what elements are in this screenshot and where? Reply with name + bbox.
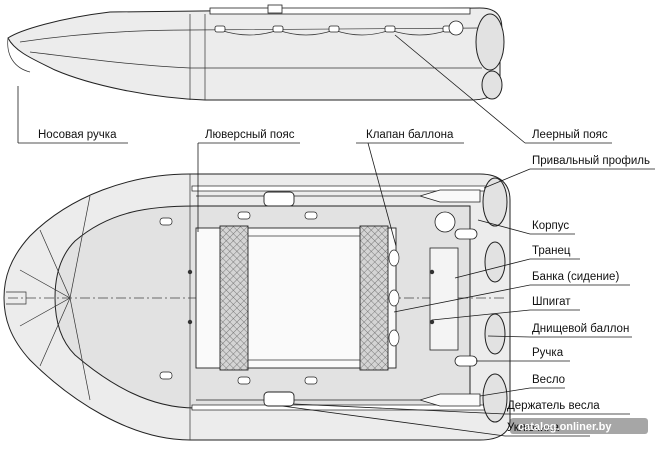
- side-view: [7, 4, 505, 101]
- label-transom: Транец: [532, 245, 571, 257]
- label-drain: Шпигат: [532, 296, 571, 308]
- label-grommet-belt: Люверсный пояс: [205, 129, 295, 141]
- label-hull: Корпус: [532, 220, 569, 232]
- label-seat: Банка (сидение): [532, 271, 619, 283]
- label-rub-strake: Привальный профиль: [532, 155, 650, 167]
- label-bow-handle: Носовая ручка: [38, 129, 117, 141]
- label-lifeline: Леерный пояс: [532, 129, 608, 141]
- leader-lines: [17, 34, 655, 437]
- label-oarlock: Уключина: [507, 422, 560, 434]
- watermark: catalog.onliner.by: [510, 418, 648, 434]
- label-handle: Ручка: [532, 347, 564, 359]
- top-view: [3, 173, 511, 441]
- watermark-text: catalog.onliner.by: [518, 421, 612, 433]
- label-oar: Весло: [532, 374, 565, 386]
- label-tube-valve: Клапан баллона: [366, 129, 454, 141]
- label-oar-holder: Держатель весла: [507, 400, 600, 412]
- label-keel-tube: Днищевой баллон: [532, 323, 629, 335]
